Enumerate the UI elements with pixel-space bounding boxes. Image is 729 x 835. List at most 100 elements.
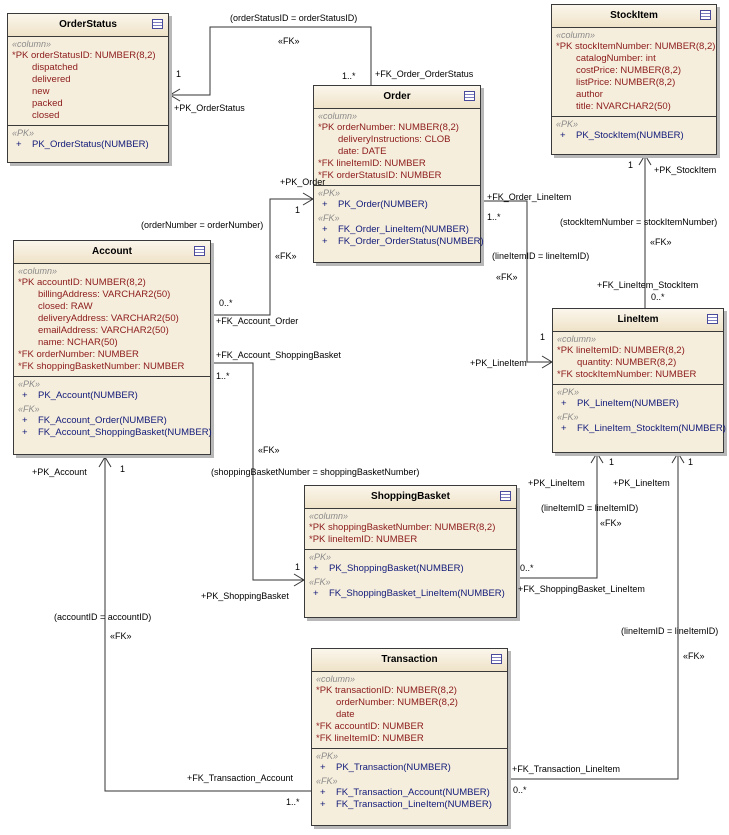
label-account-order-fkname: +FK_Account_Order [216, 316, 299, 326]
rel-order-orderstatus [170, 26, 372, 96]
key-column-row[interactable]: *FK stockItemNumber: NUMBER [553, 369, 723, 381]
method-row[interactable]: +FK_Order_OrderStatus(NUMBER) [314, 236, 484, 248]
row-text: FK_Order_LineItem(NUMBER) [338, 224, 469, 235]
row-text: PK_Account(NUMBER) [38, 390, 138, 401]
table-transaction[interactable]: Transaction«column»*PK transactionID: NU… [311, 648, 508, 826]
column-row[interactable]: new [8, 86, 168, 98]
row-text: packed [32, 98, 63, 109]
row-text: delivered [32, 74, 71, 85]
key-column-row[interactable]: *PK accountID: NUMBER(8,2) [14, 277, 210, 289]
row-text: quantity: NUMBER(8,2) [577, 357, 677, 368]
key-column-row[interactable]: *FK orderNumber: NUMBER [14, 349, 210, 361]
row-text: FK_ShoppingBasket_LineItem(NUMBER) [329, 588, 505, 599]
table-title: OrderStatus [8, 14, 168, 37]
key-column-row[interactable]: *PK stockItemNumber: NUMBER(8,2) [552, 41, 716, 53]
row-text: *FK orderNumber: NUMBER [18, 349, 139, 360]
column-row[interactable]: closed: RAW [14, 301, 210, 313]
label-account-order-one: 1 [295, 205, 301, 215]
key-column-row[interactable]: *FK accountID: NUMBER [312, 721, 507, 733]
table-title: LineItem [553, 309, 723, 332]
key-column-row[interactable]: *FK lineItemID: NUMBER [312, 733, 507, 745]
key-column-row[interactable]: *FK shoppingBasketNumber: NUMBER [14, 361, 210, 373]
column-row[interactable]: author [552, 89, 716, 101]
column-row[interactable]: emailAddress: VARCHAR2(50) [14, 325, 210, 337]
label-sb-li-join: (lineItemID = lineItemID) [541, 503, 639, 513]
table-name: Order [383, 91, 411, 102]
method-row[interactable]: +FK_Order_LineItem(NUMBER) [314, 224, 480, 236]
row-text: *PK orderNumber: NUMBER(8,2) [318, 122, 459, 133]
label-order-lineitem-many: 1..* [487, 212, 501, 222]
row-text: orderNumber: NUMBER(8,2) [336, 697, 458, 708]
rel-account-shoppingbasket [211, 362, 304, 581]
table-section: «PK»+PK_LineItem(NUMBER)«FK»+FK_LineItem… [553, 384, 726, 438]
table-section: «column»*PK accountID: NUMBER(8,2)billin… [14, 264, 210, 376]
method-row[interactable]: +FK_Transaction_LineItem(NUMBER) [312, 799, 507, 811]
method-row[interactable]: + PK_Account(NUMBER) [14, 390, 210, 402]
key-column-row[interactable]: *PK lineItemID: NUMBER [305, 534, 516, 546]
visibility-marker: + [313, 563, 319, 574]
column-row[interactable]: delivered [8, 74, 168, 86]
label-trans-account-fkname: +FK_Transaction_Account [187, 773, 293, 783]
column-row[interactable]: date: DATE [314, 146, 480, 158]
stereotype-label: «PK» [12, 128, 35, 138]
rel-shoppingbasket-lineitem [517, 453, 598, 579]
column-row[interactable]: orderNumber: NUMBER(8,2) [312, 697, 507, 709]
key-column-row[interactable]: *FK lineItemID: NUMBER [314, 158, 480, 170]
stereotype-label: «column» [318, 111, 358, 121]
row-text: date [336, 709, 355, 720]
table-account[interactable]: Account«column»*PK accountID: NUMBER(8,2… [13, 240, 212, 455]
visibility-marker: + [22, 390, 28, 401]
table-icon [707, 314, 718, 324]
table-stockitem[interactable]: StockItem«column»*PK stockItemNumber: NU… [551, 4, 717, 155]
stereotype-label: «column» [557, 334, 597, 344]
row-text: new [32, 86, 50, 97]
label-sb-li-one2: 1 [688, 457, 694, 467]
key-column-row[interactable]: *FK orderStatusID: NUMBER [314, 170, 480, 182]
row-text: PK_OrderStatus(NUMBER) [32, 139, 149, 150]
method-row[interactable]: +FK_Account_Order(NUMBER) [14, 415, 210, 427]
column-row[interactable]: quantity: NUMBER(8,2) [553, 357, 723, 369]
table-order[interactable]: Order «column»*PK orderNumber: NUMBER(8,2… [313, 85, 484, 263]
key-column-row[interactable]: *PK lineItemID: NUMBER(8,2) [553, 345, 723, 357]
row-text: PK_Transaction(NUMBER) [336, 762, 451, 773]
key-column-row[interactable]: *PK shoppingBasketNumber: NUMBER(8,2) [305, 522, 516, 534]
column-row[interactable]: name: NCHAR(50) [14, 337, 210, 349]
arrow-lineitem-trans-icon [671, 452, 685, 464]
table-title: Order [314, 86, 480, 109]
method-row[interactable]: +FK_Account_ShoppingBasket(NUMBER) [14, 427, 212, 439]
fk-subsection: «FK»+FK_Transaction_Account(NUMBER)+FK_T… [312, 774, 507, 811]
table-shoppingbasket[interactable]: ShoppingBasket«column»*PK shoppingBasket… [304, 485, 517, 618]
column-row[interactable]: date [312, 709, 507, 721]
column-row[interactable]: dispatched [8, 62, 168, 74]
column-row[interactable]: costPrice: NUMBER(8,2) [552, 65, 716, 77]
column-row[interactable]: packed [8, 98, 168, 110]
label-sb-li-pk1: +PK_LineItem [528, 478, 585, 488]
method-row[interactable]: +PK_StockItem(NUMBER) [552, 130, 716, 142]
column-row[interactable]: closed [8, 110, 168, 122]
column-row[interactable]: billingAddress: VARCHAR2(50) [14, 289, 210, 301]
stereotype-label: «PK» [309, 552, 332, 562]
method-row[interactable]: +PK_Transaction(NUMBER) [312, 762, 507, 774]
table-lineitem[interactable]: LineItem «column»*PK lineItemID: NUMBER(8… [552, 308, 726, 453]
stereotype-label: «FK» [557, 412, 579, 422]
column-row[interactable]: deliveryAddress: VARCHAR2(50) [14, 313, 210, 325]
column-row[interactable]: title: NVARCHAR2(50) [552, 101, 716, 113]
method-row[interactable]: +FK_Transaction_Account(NUMBER) [312, 787, 507, 799]
fk-subsection: «FK»+FK_ShoppingBasket_LineItem(NUMBER) [305, 575, 516, 600]
column-row[interactable]: listPrice: NUMBER(8,2) [552, 77, 716, 89]
label-sb-li-one1: 1 [609, 457, 615, 467]
key-column-row[interactable]: *PK orderNumber: NUMBER(8,2) [314, 122, 480, 134]
key-column-row[interactable]: *PK orderStatusID: NUMBER(8,2) [8, 50, 168, 62]
key-column-row[interactable]: *PK transactionID: NUMBER(8,2) [312, 685, 507, 697]
table-icon [152, 19, 163, 29]
method-row[interactable]: +PK_LineItem(NUMBER) [553, 398, 723, 410]
column-row[interactable]: catalogNumber: int [552, 53, 716, 65]
table-orderstatus[interactable]: OrderStatus«column»*PK orderStatusID: NU… [7, 13, 169, 163]
method-row[interactable]: +FK_LineItem_StockItem(NUMBER) [553, 423, 726, 435]
visibility-marker: + [320, 787, 326, 798]
method-row[interactable]: +PK_Order(NUMBER) [314, 199, 480, 211]
method-row[interactable]: +PK_OrderStatus(NUMBER) [8, 139, 168, 151]
method-row[interactable]: +FK_ShoppingBasket_LineItem(NUMBER) [305, 588, 516, 600]
method-row[interactable]: +PK_ShoppingBasket(NUMBER) [305, 563, 516, 575]
column-row[interactable]: deliveryInstructions: CLOB [314, 134, 480, 146]
